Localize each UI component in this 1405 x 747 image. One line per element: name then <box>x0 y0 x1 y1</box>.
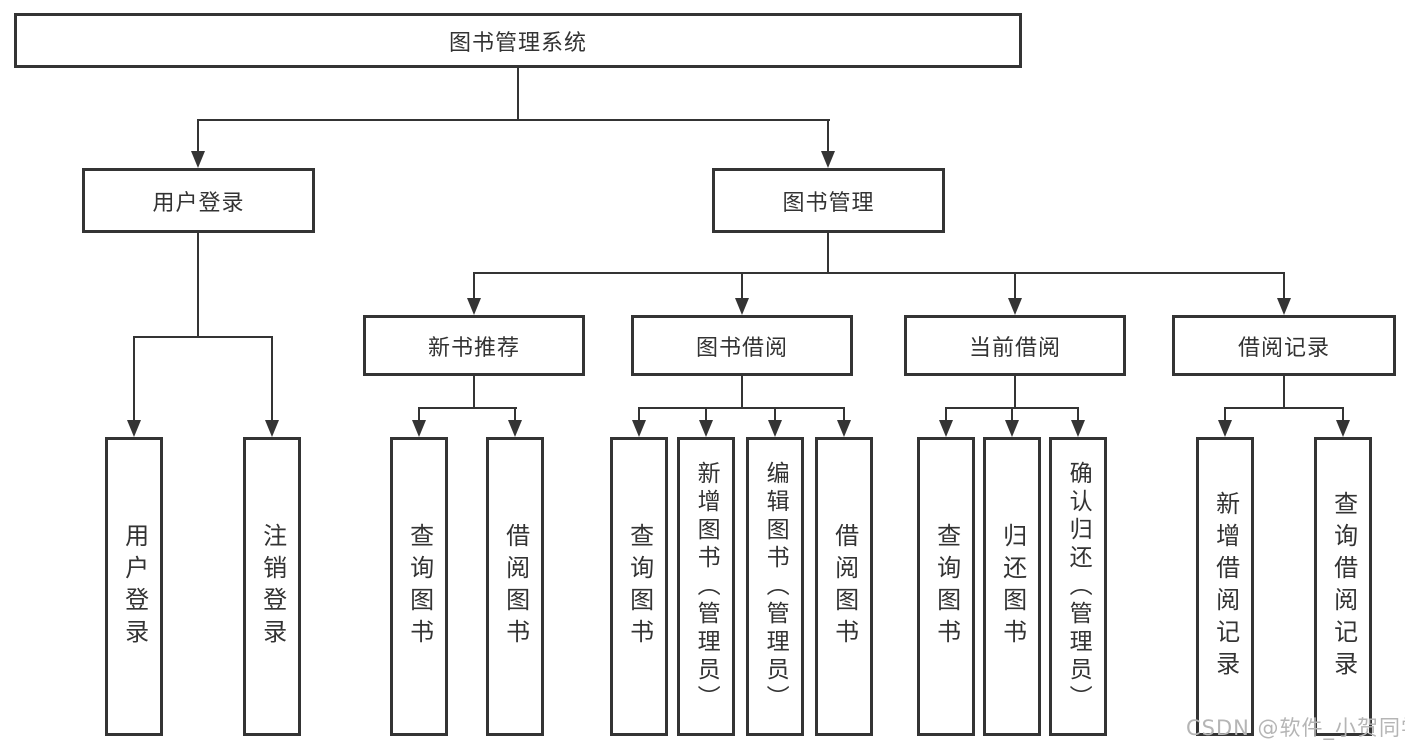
node-user-login: 用户登录 <box>82 168 315 233</box>
leaf-query-books-current: 查询图书 <box>917 437 975 736</box>
connector-line <box>1077 407 1079 423</box>
arrow-down-icon <box>412 420 426 437</box>
leaf-query-books-borrowing-label: 查询图书 <box>625 522 654 651</box>
leaf-query-books-recommend: 查询图书 <box>390 437 448 736</box>
arrow-down-icon <box>127 420 141 437</box>
leaf-add-borrow-record: 新增借阅记录 <box>1196 437 1254 736</box>
connector-line <box>514 407 516 423</box>
leaf-add-borrow-record-label: 新增借阅记录 <box>1211 490 1240 683</box>
connector-line <box>197 233 199 338</box>
arrow-down-icon <box>939 420 953 437</box>
arrow-down-icon <box>191 151 205 168</box>
connector-line <box>517 68 519 121</box>
leaf-edit-books-admin: 编辑图书（管理员） <box>746 437 804 736</box>
arrow-down-icon <box>1008 298 1022 315</box>
node-borrowing-records: 借阅记录 <box>1172 315 1396 376</box>
connector-line <box>638 407 640 423</box>
connector-line <box>271 336 273 422</box>
leaf-query-books-borrowing: 查询图书 <box>610 437 668 736</box>
node-user-login-label: 用户登录 <box>152 190 245 216</box>
arrow-down-icon <box>837 420 851 437</box>
connector-line <box>843 407 845 423</box>
connector-line <box>1342 407 1344 423</box>
connector-line <box>827 119 829 154</box>
connector-line <box>133 336 135 422</box>
connector-line <box>1014 272 1016 302</box>
connector-line <box>741 376 743 409</box>
csdn-watermark: CSDN @软件_小贺同学 <box>1186 716 1405 740</box>
arrow-down-icon <box>699 420 713 437</box>
leaf-confirm-return-admin: 确认归还（管理员） <box>1049 437 1107 736</box>
connector-line <box>133 336 273 338</box>
leaf-borrow-books-borrowing: 借阅图书 <box>815 437 873 736</box>
arrow-down-icon <box>1336 420 1350 437</box>
connector-line <box>827 233 829 274</box>
arrow-down-icon <box>735 298 749 315</box>
node-current-borrowing: 当前借阅 <box>904 315 1126 376</box>
node-new-book-recommend-label: 新书推荐 <box>427 335 520 361</box>
leaf-user-login: 用户登录 <box>105 437 163 736</box>
connector-line <box>1283 272 1285 302</box>
connector-line <box>1224 407 1226 423</box>
leaf-borrow-books-recommend-label: 借阅图书 <box>501 522 530 651</box>
arrow-down-icon <box>1218 420 1232 437</box>
leaf-confirm-return-admin-label: 确认归还（管理员） <box>1065 460 1092 713</box>
connector-line <box>774 407 776 423</box>
node-borrowing-records-label: 借阅记录 <box>1237 335 1330 361</box>
node-book-management: 图书管理 <box>712 168 945 233</box>
connector-line <box>741 272 743 302</box>
node-book-management-label: 图书管理 <box>782 190 875 216</box>
node-library-system: 图书管理系统 <box>14 13 1022 68</box>
leaf-return-books-label: 归还图书 <box>998 522 1027 651</box>
node-library-system-label: 图书管理系统 <box>448 30 587 56</box>
leaf-add-books-admin-label: 新增图书（管理员） <box>693 460 720 713</box>
connector-line <box>473 272 1284 274</box>
connector-line <box>1011 407 1013 423</box>
arrow-down-icon <box>265 420 279 437</box>
connector-line <box>1224 407 1344 409</box>
arrow-down-icon <box>632 420 646 437</box>
leaf-query-borrow-record-label: 查询借阅记录 <box>1329 490 1358 683</box>
leaf-user-login-label: 用户登录 <box>120 522 149 651</box>
arrow-down-icon <box>467 298 481 315</box>
arrow-down-icon <box>1277 298 1291 315</box>
leaf-edit-books-admin-label: 编辑图书（管理员） <box>762 460 789 713</box>
connector-line <box>945 407 947 423</box>
node-book-borrowing-label: 图书借阅 <box>695 335 788 361</box>
connector-line <box>1014 376 1016 409</box>
node-current-borrowing-label: 当前借阅 <box>968 335 1061 361</box>
connector-line <box>638 407 845 409</box>
arrow-down-icon <box>821 151 835 168</box>
connector-line <box>197 119 830 121</box>
leaf-logout-login: 注销登录 <box>243 437 301 736</box>
arrow-down-icon <box>768 420 782 437</box>
node-book-borrowing: 图书借阅 <box>631 315 853 376</box>
connector-line <box>1283 376 1285 409</box>
connector-line <box>473 376 475 409</box>
connector-line <box>197 119 199 154</box>
leaf-borrow-books-borrowing-label: 借阅图书 <box>830 522 859 651</box>
leaf-query-books-recommend-label: 查询图书 <box>405 522 434 651</box>
connector-line <box>418 407 420 423</box>
leaf-query-borrow-record: 查询借阅记录 <box>1314 437 1372 736</box>
arrow-down-icon <box>1071 420 1085 437</box>
leaf-return-books: 归还图书 <box>983 437 1041 736</box>
connector-line <box>473 272 475 302</box>
leaf-add-books-admin: 新增图书（管理员） <box>677 437 735 736</box>
leaf-query-books-current-label: 查询图书 <box>932 522 961 651</box>
connector-line <box>705 407 707 423</box>
node-new-book-recommend: 新书推荐 <box>363 315 585 376</box>
leaf-borrow-books-recommend: 借阅图书 <box>486 437 544 736</box>
arrow-down-icon <box>1005 420 1019 437</box>
connector-line <box>418 407 517 409</box>
leaf-logout-login-label: 注销登录 <box>258 522 287 651</box>
arrow-down-icon <box>508 420 522 437</box>
